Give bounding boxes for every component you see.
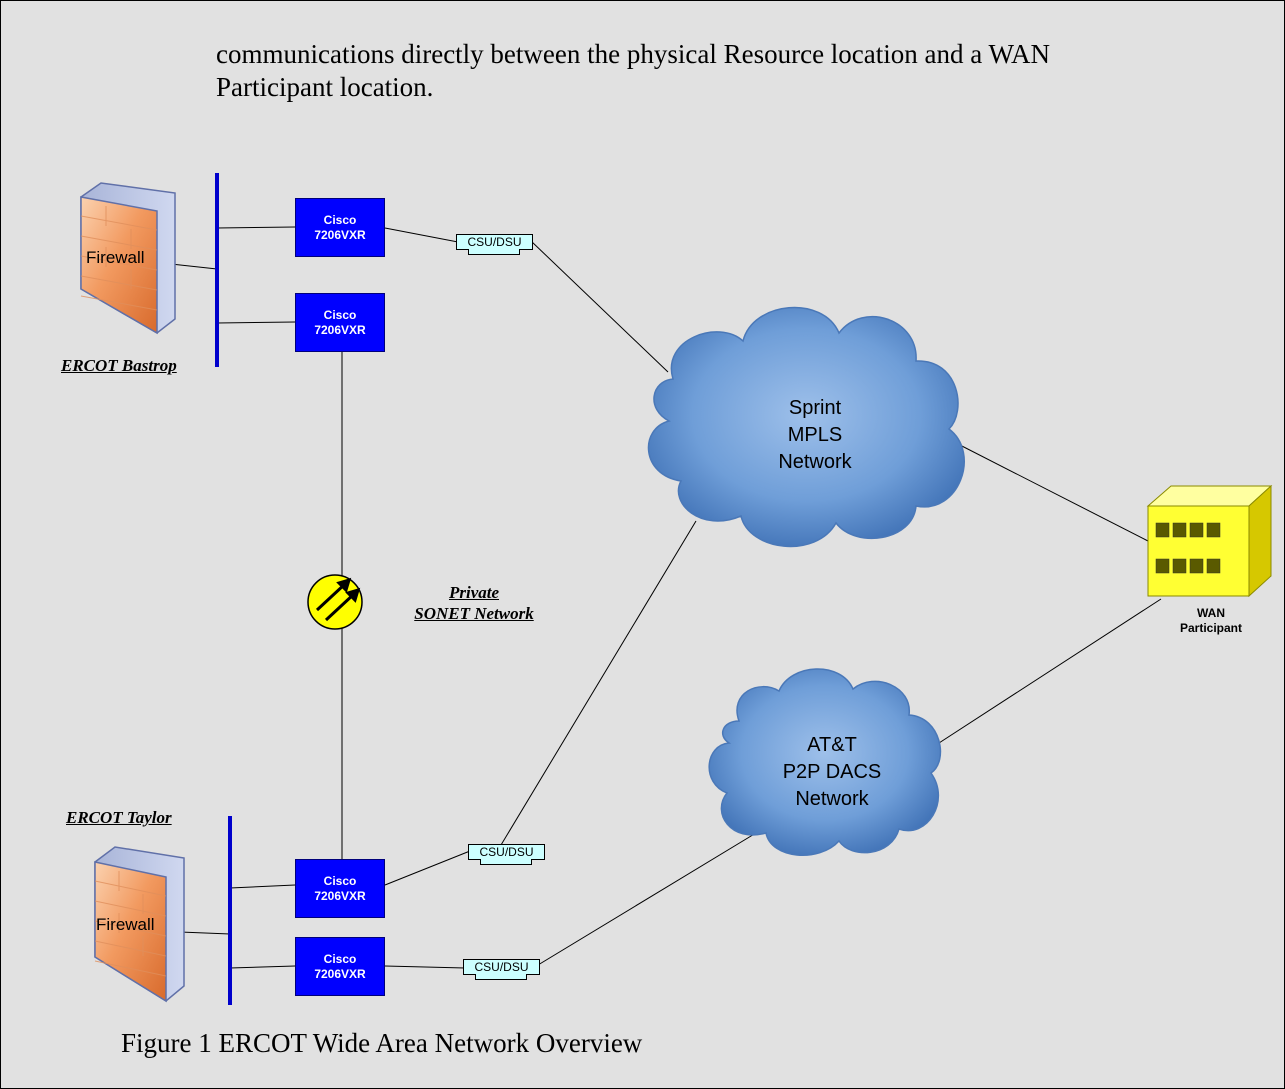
router-label-number: 7206VXR bbox=[314, 322, 366, 337]
sprint-cloud-label: Sprint MPLS Network bbox=[755, 395, 875, 476]
csu-dsu-label: CSU/DSU bbox=[479, 845, 534, 859]
sprint-label-line-2: MPLS bbox=[787, 424, 843, 446]
figure-caption: Figure 1 ERCOT Wide Area Network Overvie… bbox=[121, 1028, 643, 1058]
sonet-network-label: Private SONET Network bbox=[399, 582, 549, 624]
link-router-csu-t2 bbox=[384, 965, 466, 969]
router-taylor-2: Cisco 7206VXR bbox=[295, 937, 385, 996]
router-label-model: Cisco bbox=[323, 212, 357, 227]
link-sprint-csu-t1 bbox=[500, 520, 697, 846]
router-bastrop-2: Cisco 7206VXR bbox=[295, 293, 385, 352]
wan-label-line-2: Participant bbox=[1179, 621, 1242, 635]
firewall-label-taylor: Firewall bbox=[96, 915, 155, 934]
router-bastrop-1: Cisco 7206VXR bbox=[295, 198, 385, 257]
wan-participant-label: WAN Participant bbox=[1161, 606, 1261, 636]
router-label-model: Cisco bbox=[323, 307, 357, 322]
csu-dsu-taylor-1: CSU/DSU bbox=[468, 844, 545, 865]
router-label-model: Cisco bbox=[323, 951, 357, 966]
link-firewall-bastrop bbox=[170, 263, 218, 270]
router-label-number: 7206VXR bbox=[314, 966, 366, 981]
site-label-taylor: ERCOT Taylor bbox=[66, 808, 172, 827]
body-text-line-2: Participant location. bbox=[216, 72, 434, 102]
firewall-icon-taylor bbox=[94, 846, 185, 1003]
csu-dsu-label: CSU/DSU bbox=[474, 960, 529, 974]
sprint-label-line-3: Network bbox=[778, 451, 852, 473]
router-label-model: Cisco bbox=[323, 873, 357, 888]
link-router-csu-t1 bbox=[384, 850, 471, 886]
wan-label-line-1: WAN bbox=[1197, 606, 1225, 620]
body-text-line-1: communications directly between the phys… bbox=[216, 39, 1050, 69]
router-label-number: 7206VXR bbox=[314, 888, 366, 903]
link-csu-att bbox=[537, 832, 757, 966]
link-router-csu-b1 bbox=[384, 227, 459, 243]
csu-dsu-label: CSU/DSU bbox=[467, 235, 522, 249]
att-cloud-icon bbox=[708, 668, 941, 857]
link-bus-router-t2 bbox=[229, 965, 296, 969]
att-label-line-3: Network bbox=[795, 788, 869, 810]
link-csu-sprint bbox=[530, 240, 669, 373]
router-label-number: 7206VXR bbox=[314, 227, 366, 242]
csu-dsu-bastrop: CSU/DSU bbox=[456, 234, 533, 255]
router-taylor-1: Cisco 7206VXR bbox=[295, 859, 385, 918]
sonet-label-line-1: Private bbox=[448, 583, 500, 602]
link-bus-router-b1 bbox=[216, 226, 296, 229]
building-icon bbox=[1146, 484, 1273, 598]
firewall-label-bastrop: Firewall bbox=[86, 248, 145, 267]
link-firewall-taylor bbox=[179, 931, 231, 935]
sprint-cloud-icon bbox=[647, 306, 965, 548]
sonet-label-line-2: SONET Network bbox=[414, 604, 534, 623]
att-label-line-1: AT&T bbox=[807, 734, 857, 756]
site-label-bastrop: ERCOT Bastrop bbox=[61, 356, 177, 375]
att-label-line-2: P2P DACS bbox=[782, 761, 882, 783]
link-bus-router-b2 bbox=[216, 321, 296, 324]
firewall-icon-bastrop bbox=[80, 182, 176, 335]
sonet-ring-icon bbox=[307, 574, 363, 630]
link-bus-router-t1 bbox=[229, 884, 296, 889]
att-cloud-label: AT&T P2P DACS Network bbox=[772, 732, 892, 813]
link-sprint-wan bbox=[955, 442, 1149, 542]
connection-lines bbox=[170, 226, 1162, 969]
csu-dsu-taylor-2: CSU/DSU bbox=[463, 959, 540, 980]
link-att-wan bbox=[938, 598, 1162, 744]
sprint-label-line-1: Sprint bbox=[788, 397, 842, 419]
